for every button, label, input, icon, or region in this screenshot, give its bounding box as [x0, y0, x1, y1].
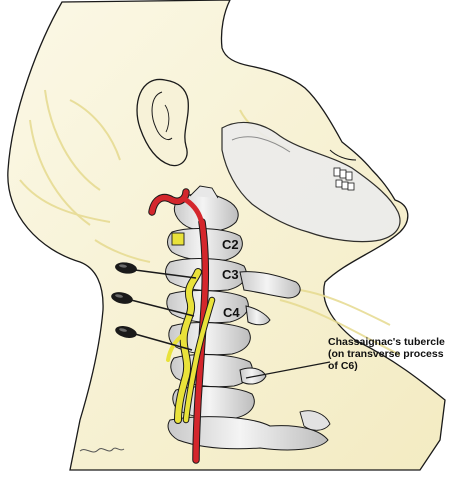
label-c2: C2	[222, 237, 239, 252]
needle-c4	[115, 326, 193, 351]
needle-c3	[111, 292, 195, 317]
tubercle-line-3: of C6)	[328, 360, 358, 372]
teeth	[333, 167, 355, 191]
tubercle-line-1: Chassaignac's tubercle	[328, 336, 445, 348]
tubercle-line-2: (on transverse process	[328, 348, 444, 360]
label-c4: C4	[223, 305, 240, 320]
needle-c2	[115, 262, 197, 279]
artist-signature	[79, 447, 125, 453]
cervical-spine	[165, 185, 331, 451]
mandible	[221, 121, 401, 243]
nerve-roots	[166, 268, 216, 424]
tubercle-leader-line	[245, 361, 331, 379]
tubercle-callout: Chassaignac's tubercle (on transverse pr…	[328, 336, 450, 372]
marker-square	[171, 232, 185, 246]
ear	[136, 78, 189, 167]
label-c3: C3	[222, 267, 239, 282]
